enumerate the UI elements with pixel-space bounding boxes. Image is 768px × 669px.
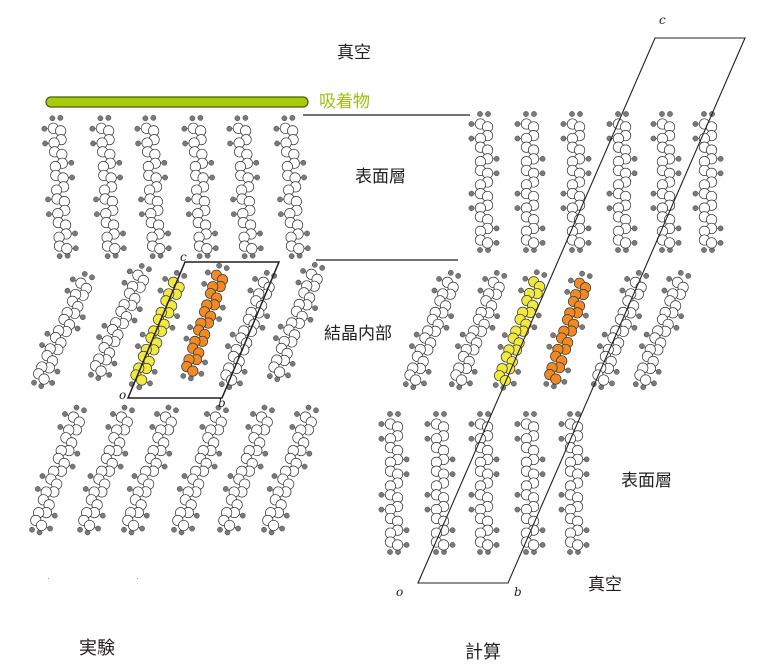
molecule [217, 404, 275, 536]
molecule [171, 404, 229, 536]
vacuum-label-top: 真空 [337, 43, 371, 63]
molecule [77, 404, 135, 536]
molecule [273, 115, 311, 259]
molecule [226, 115, 264, 259]
speck [137, 578, 138, 579]
molecule [41, 115, 79, 259]
bulk-label: 結晶内部 [324, 324, 392, 344]
molecule [514, 111, 546, 253]
right-cell-axis-b: b [514, 585, 522, 599]
left-cell-axis-c: c [180, 250, 187, 264]
molecule [492, 269, 548, 391]
vacuum-label-bottom: 真空 [588, 575, 622, 595]
molecule [121, 404, 179, 536]
speck [48, 578, 49, 579]
molecule [181, 115, 219, 259]
molecule [89, 115, 127, 259]
molecule [261, 404, 319, 536]
surface-layer-label-bottom: 表面層 [621, 471, 672, 491]
molecule [266, 262, 326, 382]
molecule [29, 404, 87, 536]
molecule [606, 111, 638, 253]
left-unit-cell [126, 261, 281, 399]
molecule [378, 411, 410, 555]
experiment-caption: 実験 [79, 638, 115, 659]
left-cell-axis-origin: o [119, 388, 127, 402]
adsorbate-bar [45, 96, 309, 108]
left-cell-axis-b: b [218, 396, 226, 410]
molecule [468, 411, 500, 555]
molecule [692, 111, 724, 253]
molecule [560, 111, 592, 253]
adsorbate-label: 吸着物 [319, 92, 370, 112]
molecule [180, 262, 230, 382]
molecule [632, 270, 692, 390]
molecule [543, 270, 593, 390]
right-unit-cell [417, 37, 746, 584]
molecule [558, 411, 590, 555]
molecule [650, 111, 682, 253]
right-cell-axis-c: c [659, 13, 666, 27]
molecule [424, 411, 456, 555]
molecule [88, 263, 152, 381]
surface-layer-label-top: 表面層 [355, 167, 406, 187]
calculation-caption: 計算 [465, 642, 501, 663]
molecule [128, 270, 188, 390]
molecule [31, 271, 95, 389]
molecule [134, 115, 172, 259]
molecule [448, 270, 508, 390]
molecule [468, 111, 500, 253]
right-cell-axis-origin: o [396, 585, 404, 599]
molecule [402, 270, 462, 390]
